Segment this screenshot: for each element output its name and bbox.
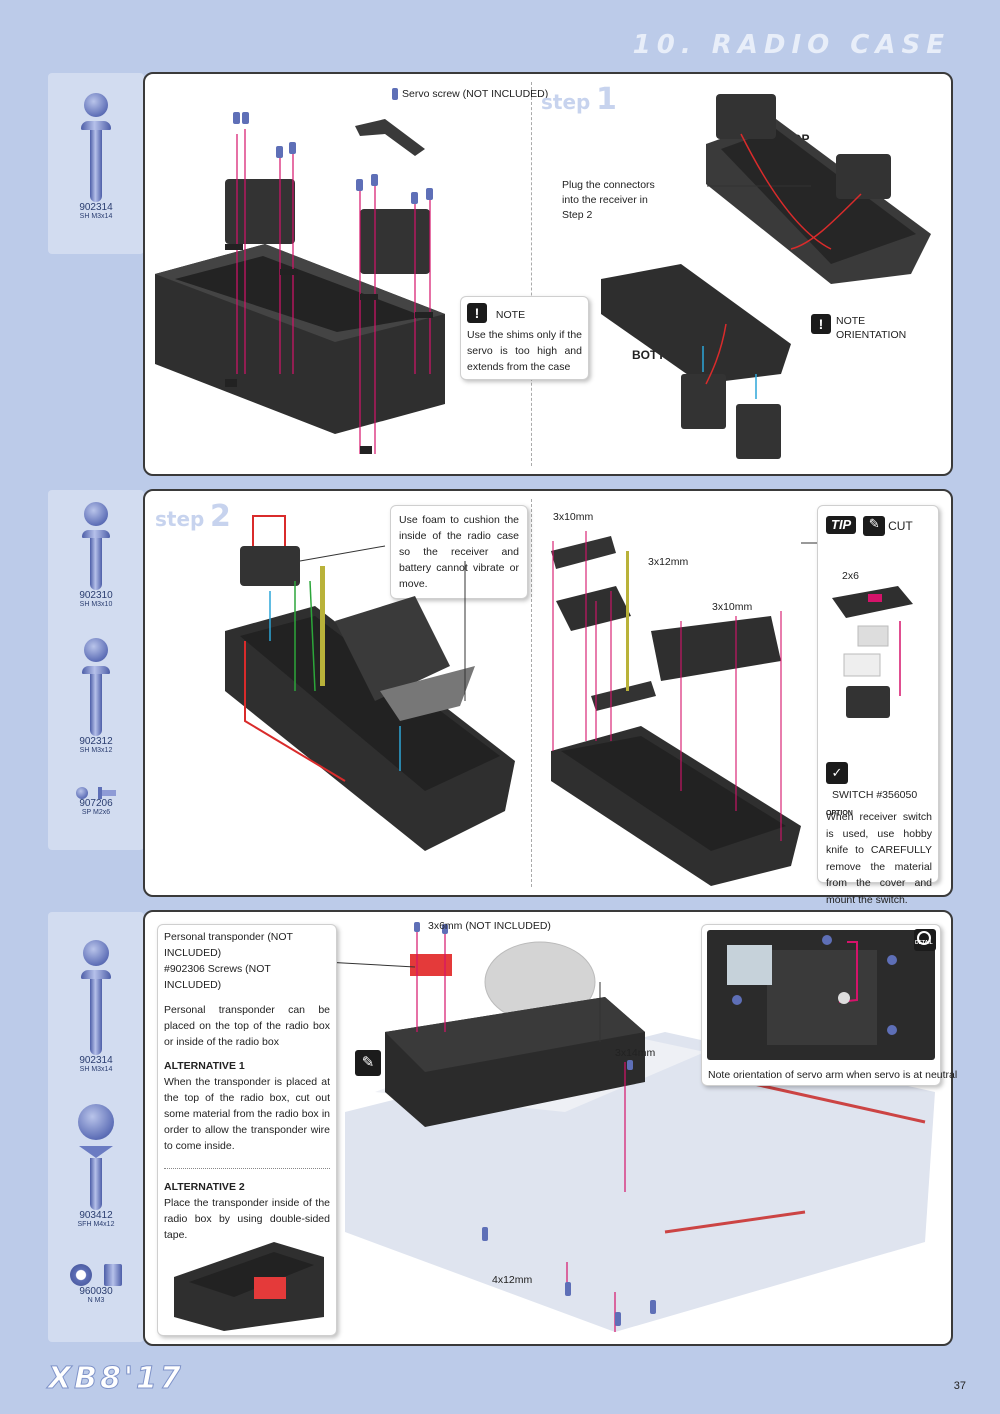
screw-head-icon	[84, 502, 108, 526]
transponder-inside-illustration	[174, 1242, 324, 1331]
screw-head-icon	[83, 940, 109, 966]
dotted-divider	[164, 1168, 330, 1169]
switch-text: When receiver switch is used, use hobby …	[826, 811, 932, 906]
part-desc: SH M3x12	[79, 747, 113, 754]
switch-option: ✓ SWITCH #356050 OPTION	[826, 762, 938, 822]
magnifier-icon: DETAIL	[914, 929, 936, 951]
part-code: 903412	[79, 1210, 113, 1221]
tip-header: TIP ✎ CUT	[826, 516, 913, 537]
label-3x10mm-a: 3x10mm	[553, 511, 594, 523]
nut-icon	[48, 1264, 144, 1286]
step-2-illustration	[225, 515, 515, 851]
alt2-text: Place the transponder inside of the radi…	[164, 1197, 330, 1241]
part-desc: SP M2x6	[81, 809, 111, 816]
section-3-panel: Personal transponder (NOT INCLUDED) #902…	[143, 910, 957, 1346]
chassis-illustration	[324, 922, 935, 1332]
count-label: 2x6	[842, 570, 859, 582]
detail-caption: Note orientation of servo arm when servo…	[708, 1069, 958, 1081]
warning-icon: !	[811, 314, 831, 334]
transponder-info-box: Personal transponder (NOT INCLUDED) #902…	[157, 924, 337, 1336]
part-desc: SH M3x14	[79, 213, 113, 220]
step-1-heading: step 1	[541, 82, 617, 117]
part-desc: N M3	[87, 1297, 105, 1304]
plug-connectors-text: Plug the connectors into the receiver in…	[562, 179, 655, 221]
alt1-title: ALTERNATIVE 1	[164, 1060, 245, 1072]
page-number: 37	[953, 1380, 966, 1392]
screw-head-icon	[78, 1104, 114, 1140]
knife-icon: ✎	[863, 516, 886, 537]
label-3x14mm: 3x14mm	[615, 1047, 656, 1059]
detail-servo-arm-illustration	[707, 930, 935, 1060]
page-title: 10. RADIO CASE	[632, 30, 950, 60]
screw-side-icon	[82, 530, 110, 538]
part-desc: SH M3x10	[79, 601, 113, 608]
warning-icon: !	[467, 303, 487, 323]
label-4x12mm: 4x12mm	[492, 1274, 533, 1286]
label-3x12mm: 3x12mm	[648, 556, 689, 568]
divider	[531, 82, 532, 466]
tip-badge: TIP	[826, 516, 857, 534]
part-code: 902314	[79, 1055, 113, 1066]
transponder-line-2: #902306 Screws (NOT INCLUDED)	[164, 963, 271, 991]
part-code: 960030	[79, 1286, 113, 1297]
part-902314: 902314 SH M3x14	[48, 940, 144, 1073]
radio-case-exploded-illustration	[155, 112, 445, 454]
part-code: 902310	[79, 590, 113, 601]
screw-side-icon	[81, 121, 111, 130]
part-desc: SH M3x14	[79, 1066, 113, 1073]
section-2-panel: step 2 Use foam to cushion the inside of…	[143, 489, 953, 906]
step-1-illustration	[601, 94, 931, 459]
servo-screw-label: Servo screw (NOT INCLUDED)	[392, 88, 548, 101]
alt2-title: ALTERNATIVE 2	[164, 1181, 245, 1193]
switch-cover-illustration	[832, 586, 913, 718]
part-907206: 907206 SP M2x6	[48, 784, 144, 816]
part-code: 902314	[79, 202, 113, 213]
parts-column-1: 902314 SH M3x14	[48, 73, 144, 254]
foam-note-box: Use foam to cushion the inside of the ra…	[390, 505, 528, 599]
screw-head-icon	[84, 93, 108, 117]
note-title: NOTE	[495, 309, 526, 322]
part-960030: 960030 N M3	[48, 1264, 144, 1304]
step-2-heading: step 2	[155, 499, 231, 534]
parts-column-3: 902314 SH M3x14 903412 SFH M4x12 960030 …	[48, 912, 144, 1342]
small-screw-icon	[48, 784, 144, 799]
divider	[531, 499, 532, 887]
part-903412: 903412 SFH M4x12	[48, 1104, 144, 1228]
part-902310: 902310 SH M3x10	[48, 502, 144, 608]
screw-head-icon	[84, 638, 108, 662]
step-2-cover-illustration	[551, 531, 821, 886]
alt1-text: When the transponder is placed at the to…	[164, 1076, 330, 1152]
detail-box: DETAIL Note orientation of servo arm whe…	[701, 924, 957, 1086]
label-3x10mm-b: 3x10mm	[712, 601, 753, 613]
part-code: 907206	[79, 798, 113, 809]
thumbs-up-icon: ✓	[826, 762, 848, 784]
option-label: OPTION	[826, 810, 853, 817]
part-902312: 902312 SH M3x12	[48, 638, 144, 754]
part-desc: SFH M4x12	[77, 1221, 115, 1228]
parts-column-2: 902310 SH M3x10 902312 SH M3x12 907206 S…	[48, 490, 144, 850]
part-902314: 902314 SH M3x14	[48, 93, 144, 220]
screw-side-icon	[82, 666, 110, 674]
transponder-line-1: Personal transponder (NOT INCLUDED)	[164, 931, 293, 959]
note-text: Use the shims only if the servo is too h…	[467, 329, 582, 374]
knife-icon: ✎	[355, 1050, 381, 1076]
brand-logo: XB8'17	[48, 1361, 184, 1397]
note-box-shims: ! NOTE Use the shims only if the servo i…	[460, 296, 589, 381]
screw-side-icon	[81, 970, 111, 979]
section-1-panel: Servo screw (NOT INCLUDED) ! NOTE Use	[143, 72, 953, 476]
transponder-para: Personal transponder can be placed on th…	[164, 1004, 330, 1048]
part-code: 902312	[79, 736, 113, 747]
tip-cut-box: TIP ✎ CUT 2x6 ✓ SWITCH #356050 OPTION Wh…	[817, 505, 939, 906]
label-3x6mm: 3x6mm (NOT INCLUDED)	[428, 920, 551, 932]
